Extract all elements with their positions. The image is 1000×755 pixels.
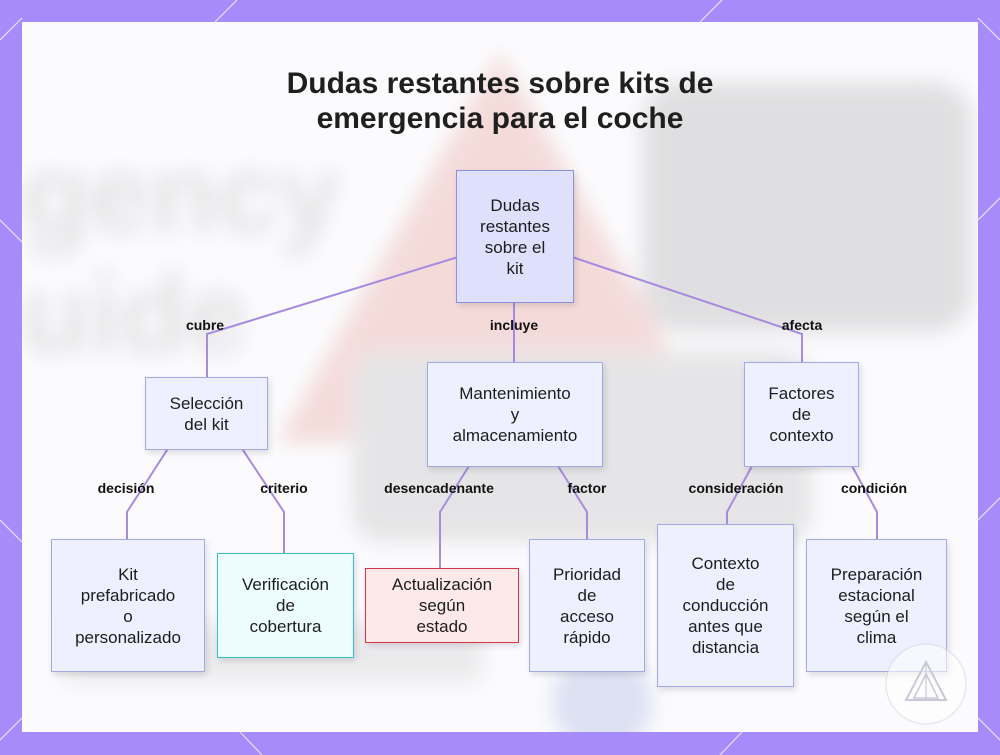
- node-seleccion: Selección del kit: [145, 377, 268, 450]
- edge-line-criterio: [240, 446, 285, 554]
- node-prioridad-label: Prioridad de acceso rápido: [552, 564, 622, 647]
- edge-line-decision: [126, 446, 170, 540]
- edge-line-desencadenante: [439, 465, 470, 569]
- edge-label-decision: decisión: [97, 480, 155, 496]
- diagram-title: Dudas restantes sobre kits de emergencia…: [22, 66, 978, 136]
- edge-label-criterio: criterio: [260, 480, 308, 496]
- node-actualizacion-label: Actualización según estado: [391, 575, 493, 636]
- watermark-logo-icon: [885, 643, 967, 725]
- node-verificacion-label: Verificación de cobertura: [242, 575, 329, 636]
- edge-line-factor: [557, 465, 588, 540]
- node-verificacion: Verificación de cobertura: [217, 553, 354, 658]
- edge-label-condicion: condición: [840, 480, 908, 496]
- node-factores-label: Factores de contexto: [768, 384, 835, 445]
- node-mantenimiento-label: Mantenimiento y almacenamiento: [452, 384, 578, 445]
- edge-label-consideracion: consideración: [688, 480, 784, 496]
- node-seleccion-label: Selección del kit: [169, 393, 244, 434]
- connector-lines: [126, 256, 878, 569]
- title-line2: emergencia para el coche: [316, 102, 684, 135]
- edge-label-cubre: cubre: [185, 317, 225, 333]
- node-root: Dudas restantes sobre el kit: [456, 170, 574, 303]
- node-prioridad: Prioridad de acceso rápido: [529, 539, 645, 672]
- diagram-canvas: gency uide Dudas restantes sobre kits de…: [22, 22, 978, 732]
- node-root-label: Dudas restantes sobre el kit: [480, 195, 550, 278]
- edge-line-afecta: [571, 256, 803, 363]
- node-contexto: Contexto de conducción antes que distanc…: [657, 524, 794, 687]
- node-kit-label: Kit prefabricado o personalizado: [75, 564, 181, 647]
- edge-label-incluye: incluye: [489, 317, 539, 333]
- edge-line-condicion: [851, 465, 878, 540]
- node-mantenimiento: Mantenimiento y almacenamiento: [427, 362, 603, 467]
- background-text-line2: uide: [22, 253, 248, 376]
- node-actualizacion: Actualización según estado: [365, 568, 519, 643]
- edge-line-consideracion: [726, 465, 753, 525]
- node-contexto-label: Contexto de conducción antes que distanc…: [682, 554, 769, 657]
- title-line1: Dudas restantes sobre kits de: [286, 67, 714, 100]
- background-text-line1: gency: [22, 133, 340, 256]
- node-factores: Factores de contexto: [744, 362, 859, 467]
- node-kit: Kit prefabricado o personalizado: [51, 539, 205, 672]
- edge-line-cubre: [206, 256, 459, 378]
- node-preparacion-label: Preparación estacional según el clima: [830, 564, 923, 647]
- edge-label-factor: factor: [567, 480, 607, 496]
- edge-label-desencadenante: desencadenante: [384, 480, 494, 496]
- edge-label-afecta: afecta: [781, 317, 823, 333]
